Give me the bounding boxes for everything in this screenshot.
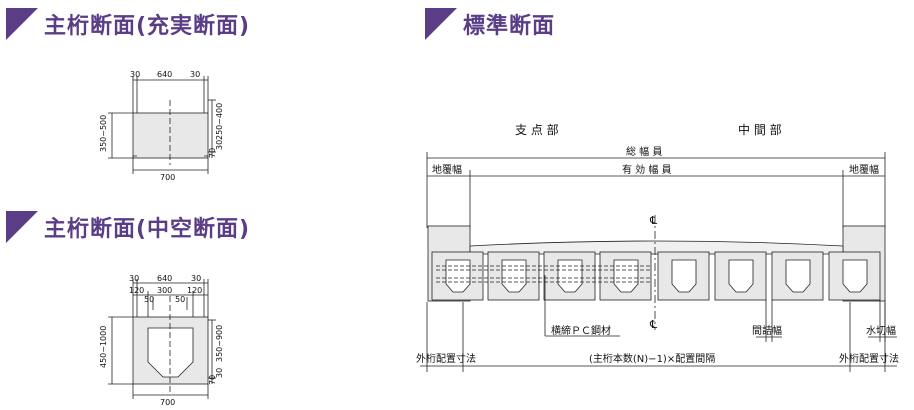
total-width-label: 総 幅 員 [626, 145, 662, 158]
support-part-label: 支 点 部 [515, 122, 559, 137]
hollow-dim-300: 300 [157, 286, 172, 295]
heading-marker-icon [6, 8, 38, 40]
void-2 [501, 259, 527, 293]
hollow-dim-50-left: 50 [144, 295, 154, 304]
solid-section-diagram [108, 76, 216, 174]
curb-width-left-label: 地覆幅 [432, 163, 462, 176]
hollow-dim-120-left: 120 [129, 286, 144, 295]
void-3 [557, 259, 583, 293]
hollow-bottom-700: 700 [160, 398, 175, 407]
heading-hollow-section: 主桁断面(中空断面) [6, 211, 250, 243]
void-6 [728, 259, 754, 293]
hollow-height-right: 350~900 [215, 325, 224, 362]
solid-small-70: 70 [208, 148, 217, 158]
heading-hollow-title: 主桁断面(中空断面) [44, 217, 251, 242]
hollow-dim-30-right: 30 [191, 274, 201, 283]
void-1 [445, 259, 471, 293]
solid-height-left: 350~500 [99, 115, 108, 152]
middle-part-label: 中 間 部 [738, 122, 782, 137]
standard-section-diagram [420, 152, 897, 372]
outer-girder-right-label: 外桁配置寸法 [839, 352, 899, 365]
void-8 [842, 259, 868, 293]
solid-small-30: 30 [215, 140, 224, 150]
curb-width-right-label: 地覆幅 [849, 163, 879, 176]
pc-steel-label: 横締ＰＣ鋼材 [551, 324, 611, 337]
solid-bottom-700: 700 [160, 173, 175, 182]
heading-standard-title: 標準断面 [463, 14, 556, 39]
heading-standard-section: 標準断面 [425, 8, 555, 40]
standard-section-labels: 総 幅 員 地覆幅 有 効 幅 員 地覆幅 ℄ ℄ 横締ＰＣ鋼材 間詰幅 水切幅… [416, 145, 899, 365]
deck-slab [469, 240, 844, 255]
drain-width-label: 水切幅 [866, 324, 896, 337]
centerline-top-label: ℄ [649, 214, 657, 227]
heading-marker-icon [6, 211, 38, 243]
solid-dim-640: 640 [157, 70, 172, 79]
void-7 [785, 259, 811, 293]
hollow-dim-640: 640 [157, 274, 172, 283]
solid-section-labels: 30 640 30 350~500 250~400 70 30 700 [99, 70, 224, 182]
solid-dim-30-left: 30 [130, 70, 140, 79]
outer-girder-left-label: 外桁配置寸法 [416, 352, 476, 365]
hollow-small-30: 30 [215, 368, 224, 378]
hollow-small-70: 70 [208, 375, 217, 385]
hollow-dim-120-right: 120 [187, 286, 202, 295]
heading-marker-icon [425, 8, 457, 40]
standard-section-top-labels: 支 点 部 中 間 部 [515, 122, 782, 137]
heading-solid-title: 主桁断面(充実断面) [44, 14, 251, 39]
girder-spacing-label: (主桁本数(N)−1)×配置間隔 [589, 352, 715, 365]
heading-solid-section: 主桁断面(充実断面) [6, 8, 250, 40]
solid-dim-30-right: 30 [190, 70, 200, 79]
centerline-bottom-label: ℄ [649, 318, 657, 331]
void-4 [613, 259, 639, 293]
solid-girder-body [132, 112, 209, 159]
hollow-height-left: 450~1000 [99, 326, 108, 368]
void-5 [671, 259, 697, 293]
solid-height-right: 250~400 [215, 103, 224, 140]
effective-width-label: 有 効 幅 員 [622, 163, 672, 176]
gap-width-label: 間詰幅 [752, 324, 782, 337]
hollow-void [147, 327, 194, 378]
hollow-dim-50-right: 50 [175, 295, 185, 304]
hollow-dim-30-left: 30 [129, 274, 139, 283]
hollow-section-labels: 30 640 30 120 300 120 50 50 450~1000 350… [99, 274, 224, 407]
hollow-section-diagram [108, 279, 216, 399]
